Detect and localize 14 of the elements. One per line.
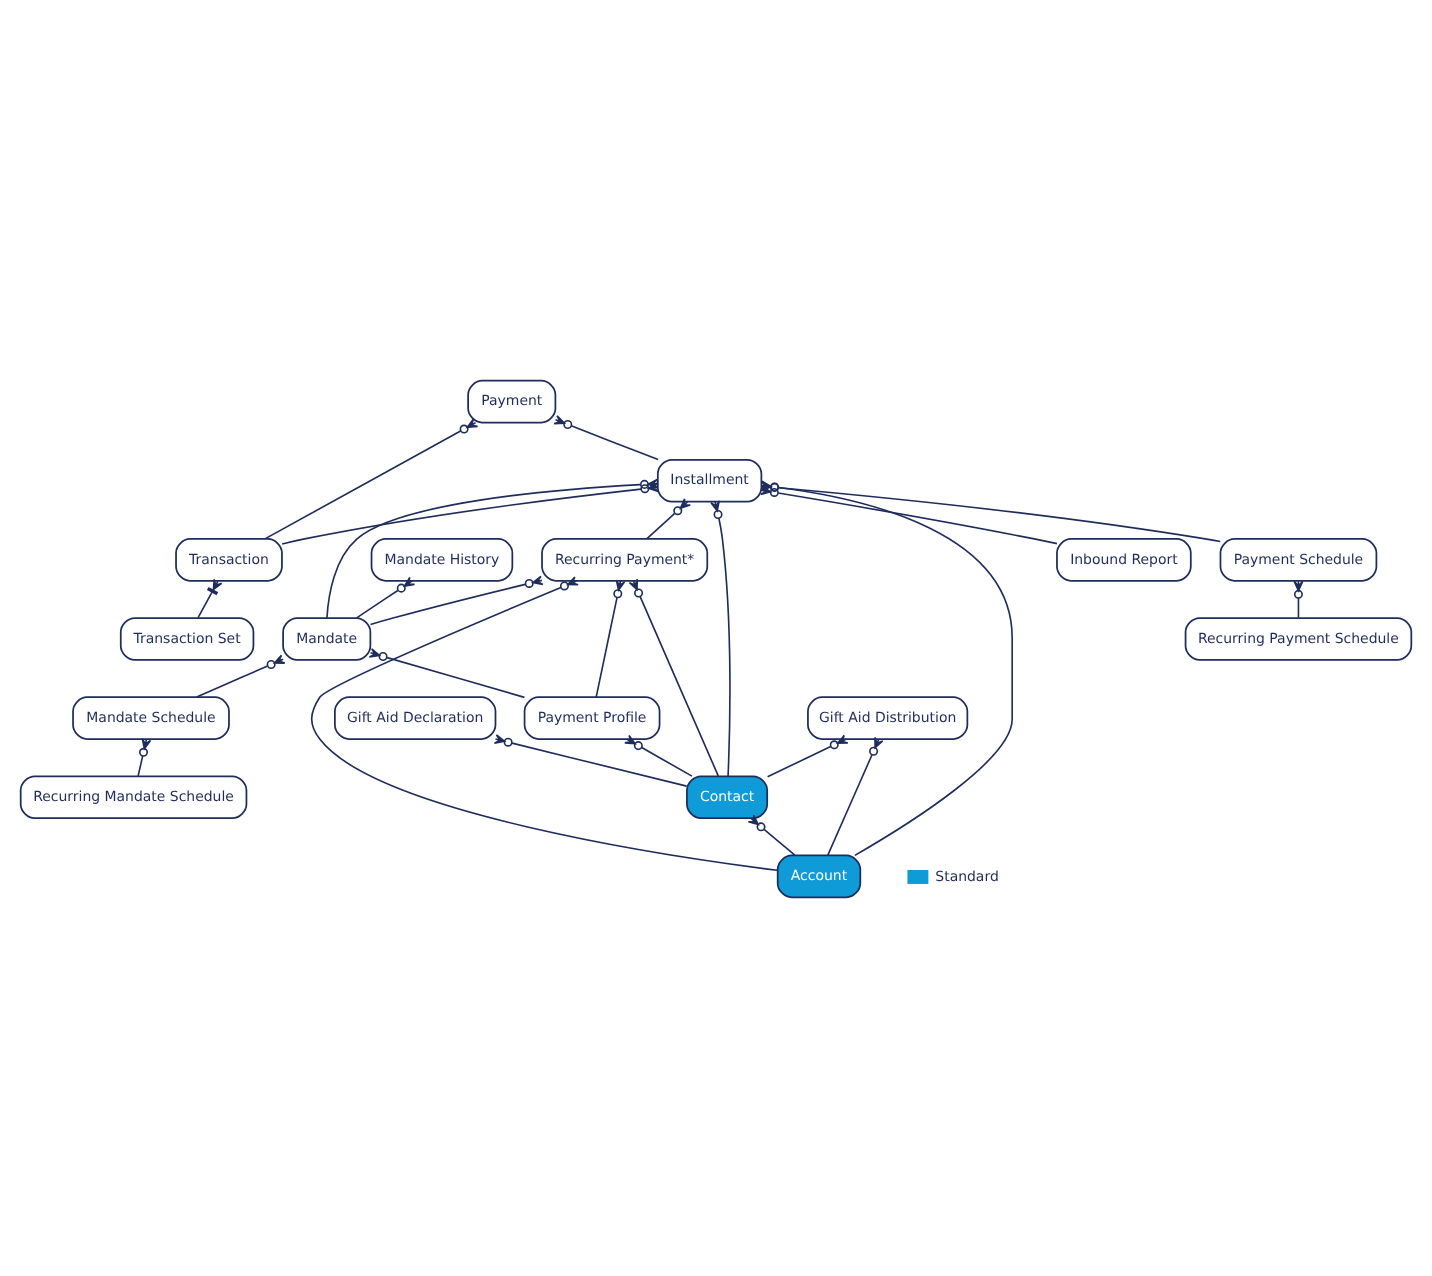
connector (137, 736, 152, 776)
connector (197, 577, 223, 618)
connector (710, 499, 731, 776)
connector (195, 653, 286, 697)
connector (355, 575, 416, 618)
connector (368, 647, 526, 698)
connector (310, 575, 779, 871)
connector (766, 733, 849, 777)
connector (628, 577, 720, 776)
connector (827, 735, 884, 855)
connector (595, 578, 626, 697)
connector (369, 574, 544, 625)
connector (264, 417, 479, 539)
connector (747, 813, 796, 855)
